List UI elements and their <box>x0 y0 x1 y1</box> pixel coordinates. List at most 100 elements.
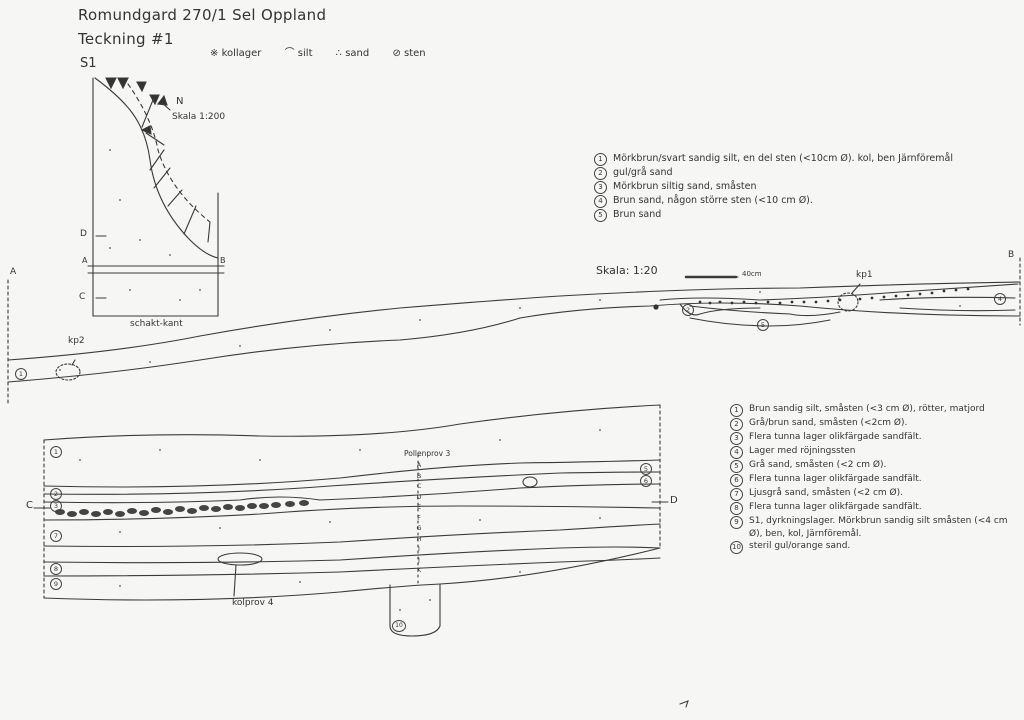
profile-ab-marker-5: 5 <box>757 319 769 331</box>
legend-number: 5 <box>594 209 607 222</box>
profile-ab-marker-4: 4 <box>994 293 1006 305</box>
legend-text: Flera tunna lager olikfärgade sandfält. <box>749 432 922 442</box>
legend-text: Brun sand, någon större sten (<10 cm Ø). <box>613 195 813 206</box>
silt-legend-label: silt <box>297 48 313 59</box>
legend-text: Flera tunna lager olikfärgade sandfält. <box>749 474 922 484</box>
legend-text: Brun sand <box>613 209 662 220</box>
north-arrow-label: N <box>176 96 184 107</box>
legend-cd-item: 7 Ljusgrå sand, småsten (<2 cm Ø). <box>730 487 1010 501</box>
legend-number: 3 <box>594 181 607 194</box>
kp2-label: kp2 <box>68 336 85 346</box>
legend-number: 4 <box>594 195 607 208</box>
stone-legend-label: sten <box>404 48 426 59</box>
profile-cd-marker-9: 9 <box>50 578 62 590</box>
plan-caption: schakt-kant <box>130 319 183 329</box>
silt-legend: ⌒ silt <box>284 48 313 59</box>
legend-cd-item: 10 steril gul/orange sand. <box>730 540 1010 555</box>
drawing-title: Romundgard 270/1 Sel Oppland <box>78 6 327 24</box>
legend-cd-item: 3 Flera tunna lager olikfärgade sandfält. <box>730 431 1010 445</box>
profile-cd-marker-5: 5 <box>640 463 652 475</box>
plan-label-b: B <box>220 256 226 265</box>
plan-label-a: A <box>82 256 88 265</box>
sand-texture <box>59 149 961 611</box>
sample-letter: A <box>416 461 422 469</box>
sand-legend-label: sand <box>345 48 370 59</box>
sample-letter: K <box>416 566 422 574</box>
plan-label-d: D <box>80 229 87 239</box>
legend-number: 1 <box>730 404 743 417</box>
legend-text: steril gul/orange sand. <box>749 541 851 552</box>
profile-ab-marker-1: 1 <box>15 368 27 380</box>
plan-label-c: C <box>79 292 86 302</box>
sample-letter: D <box>416 492 422 501</box>
profile-cd-marker-8: 8 <box>50 563 62 575</box>
drawing-number: Teckning #1 <box>78 30 174 48</box>
legend-text: Mörkbrun/svart sandig silt, en del sten … <box>613 153 953 164</box>
legend-number: 7 <box>730 488 743 501</box>
plan-scale: Skala 1:200 <box>172 112 226 122</box>
legend-number: 3 <box>730 432 743 445</box>
legend-number: 10 <box>730 541 743 555</box>
profile-ab-legend: 1 Mörkbrun/svart sandig silt, en del sten… <box>594 152 994 222</box>
charcoal-legend: ※ kollager <box>210 48 262 59</box>
legend-number: 1 <box>594 153 607 166</box>
profile-ab-label-a: A <box>10 267 17 277</box>
profile-cd-marker-3: 3 <box>50 500 62 512</box>
legend-text: Mörkbrun siltig sand, småsten <box>613 181 757 192</box>
sand-legend: ∴ sand <box>335 48 370 59</box>
charcoal-legend-label: kollager <box>221 48 262 59</box>
profile-ab-label-b: B <box>1008 250 1015 260</box>
sample-letter: J <box>418 555 420 564</box>
profile-cd-legend: 1 Brun sandig silt, småsten (<3 cm Ø), rö… <box>730 403 1010 555</box>
legend-text: gul/grå sand <box>613 167 673 178</box>
profile-cd-marker-2: 2 <box>50 488 62 500</box>
profile-cd-label-c: C <box>26 500 33 511</box>
profile-cd <box>33 404 669 637</box>
profile-cd-marker-10: 10 <box>392 620 406 632</box>
sample-letter: G <box>416 524 422 532</box>
pollen-sample-label: Pollenprov 3 <box>404 449 451 458</box>
plan-view <box>87 77 225 317</box>
legend-text: Ljusgrå sand, småsten (<2 cm Ø). <box>749 488 904 498</box>
profile-ab-marker-2: 2 <box>682 304 694 316</box>
profile-ab-scale: Skala: 1:20 <box>596 264 658 277</box>
legend-cd-item: 4 Lager med röjningssten <box>730 445 1010 459</box>
legend-text: S1, dyrkningslager. Mörkbrun sandig silt… <box>749 516 1008 539</box>
legend-ab-item: 2 gul/grå sand <box>594 166 994 180</box>
legend-number: 5 <box>730 460 743 473</box>
profile-ab <box>7 257 1021 406</box>
scale-bar-label: 40cm <box>742 270 762 278</box>
legend-ab-item: 1 Mörkbrun/svart sandig silt, en del sten… <box>594 152 994 166</box>
profile-cd-marker-7: 7 <box>50 530 62 542</box>
charcoal-sample-label: kolprov 4 <box>232 598 274 608</box>
legend-ab-item: 4 Brun sand, någon större sten (<10 cm Ø)… <box>594 194 994 208</box>
legend-ab-item: 5 Brun sand <box>594 208 994 222</box>
legend-number: 4 <box>730 446 743 459</box>
legend-text: Brun sandig silt, småsten (<3 cm Ø), röt… <box>749 404 985 414</box>
legend-text: Lager med röjningssten <box>749 446 856 456</box>
symbol-legend: ※ kollager ⌒ silt ∴ sand ⊘ sten <box>210 44 446 59</box>
sample-letter-column: A B C D E F G H I J K <box>414 460 424 576</box>
legend-text: Grå/brun sand, småsten (<2cm Ø). <box>749 418 908 428</box>
profile-cd-marker-1: 1 <box>50 446 62 458</box>
sample-letter: F <box>417 513 421 522</box>
sample-letter: I <box>418 545 420 553</box>
sample-letter: E <box>416 503 422 511</box>
legend-cd-item: 2 Grå/brun sand, småsten (<2cm Ø). <box>730 417 1010 431</box>
sample-letter: H <box>416 534 422 543</box>
stone-legend: ⊘ sten <box>392 48 426 59</box>
profile-cd-label-d: D <box>670 495 678 506</box>
legend-number: 2 <box>730 418 743 431</box>
profile-cd-marker-6: 6 <box>640 475 652 487</box>
sample-letter: B <box>416 471 422 480</box>
legend-number: 2 <box>594 167 607 180</box>
sample-letter: C <box>416 482 422 490</box>
section-label: S1 <box>80 56 97 71</box>
legend-text: Flera tunna lager olikfärgade sandfält. <box>749 502 922 512</box>
kp1-label: kp1 <box>856 270 873 280</box>
legend-cd-item: 1 Brun sandig silt, småsten (<3 cm Ø), rö… <box>730 403 1010 417</box>
